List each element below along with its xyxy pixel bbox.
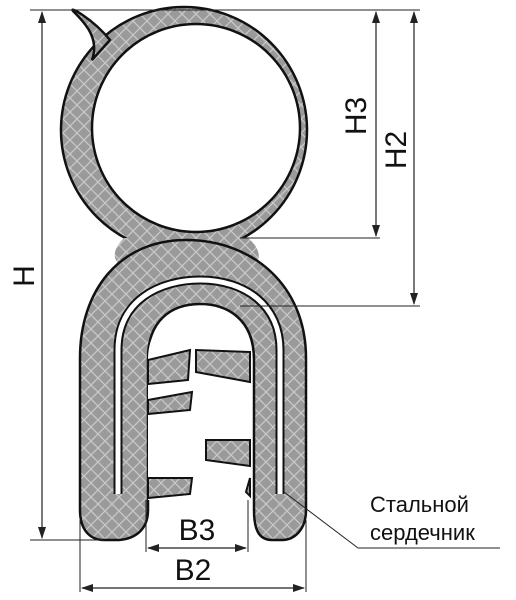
fin-left-1 (147, 348, 192, 386)
fin-right-1 (195, 348, 251, 384)
label-b2: B2 (175, 554, 212, 587)
clamp-outer (78, 238, 308, 542)
label-h3: H3 (340, 97, 373, 135)
fin-right-2 (205, 439, 251, 468)
callout-leader (283, 491, 359, 549)
top-lip (71, 8, 112, 61)
dimension-lines (38, 11, 418, 592)
steel-core-callout: Стальной сердечник (283, 491, 500, 549)
callout-line-1: Стальной (370, 492, 469, 517)
label-h: H (8, 265, 41, 287)
seal-profile (59, 5, 309, 542)
steel-core (115, 277, 283, 494)
callout-line-2: сердечник (370, 520, 475, 545)
bulb-hole (90, 22, 302, 234)
extension-lines (30, 9, 420, 592)
label-h2: H2 (380, 131, 413, 169)
fin-right-3 (244, 477, 251, 499)
label-b3: B3 (179, 514, 216, 547)
fin-left-2 (147, 390, 194, 416)
fin-left-3 (147, 477, 194, 500)
